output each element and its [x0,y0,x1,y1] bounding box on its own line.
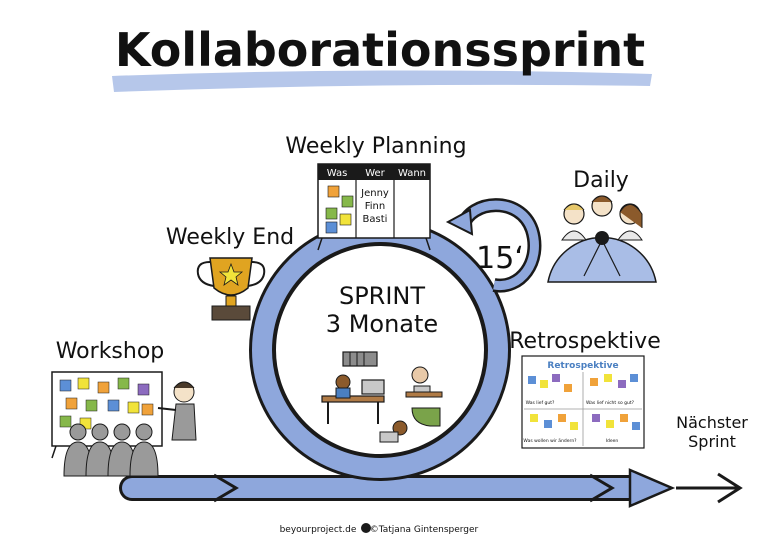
sprint-duration: 3 Monate [326,310,438,338]
planning-col-was: Was [327,168,348,179]
footer-site: beyourproject.de [280,525,357,535]
planning-name-3: Basti [363,214,388,225]
retrospective-board: Retrospektive Was lief gut? Was lief nic… [521,355,645,449]
trophy-icon [196,257,266,321]
weekly-planning-label: Weekly Planning [285,134,466,159]
weekly-end-label: Weekly End [166,225,294,250]
planning-name-1: Jenny [360,188,389,199]
retro-prompt-3: Was wollen wir ändern? [523,438,577,444]
footer-credit: ©Tatjana Gintensperger [370,525,479,535]
next-sprint-label-line2: Sprint [688,432,736,451]
sprint-title: SPRINT [339,282,425,310]
workshop-label: Workshop [56,339,165,364]
retrospektive-label: Retrospektive [509,329,660,354]
planning-col-wann: Wann [398,168,426,179]
remote-team-illustration [321,351,443,443]
retro-prompt-1: Was lief gut? [526,400,555,406]
next-sprint-label-line1: Nächster [676,413,748,432]
daily-duration-label: 15‘ [476,241,524,276]
workshop-participants [63,381,197,477]
planning-name-2: Finn [365,201,385,212]
retro-prompt-2: Was lief nicht so gut? [586,400,635,406]
daily-label: Daily [573,168,629,193]
retro-board-title: Retrospektive [547,361,618,371]
planning-col-wer: Wer [365,168,385,179]
logo-icon [361,523,371,533]
page-title: Kollaborationssprint [115,23,645,77]
weekly-planning-board: Was Wer Wann Jenny Finn Basti [317,163,431,251]
daily-loop-arrow: 15‘ [445,198,542,293]
clock-icon [595,231,609,245]
daily-meeting-illustration [547,195,657,283]
title-highlight [112,70,652,92]
retro-prompt-4: Ideen [606,438,619,444]
